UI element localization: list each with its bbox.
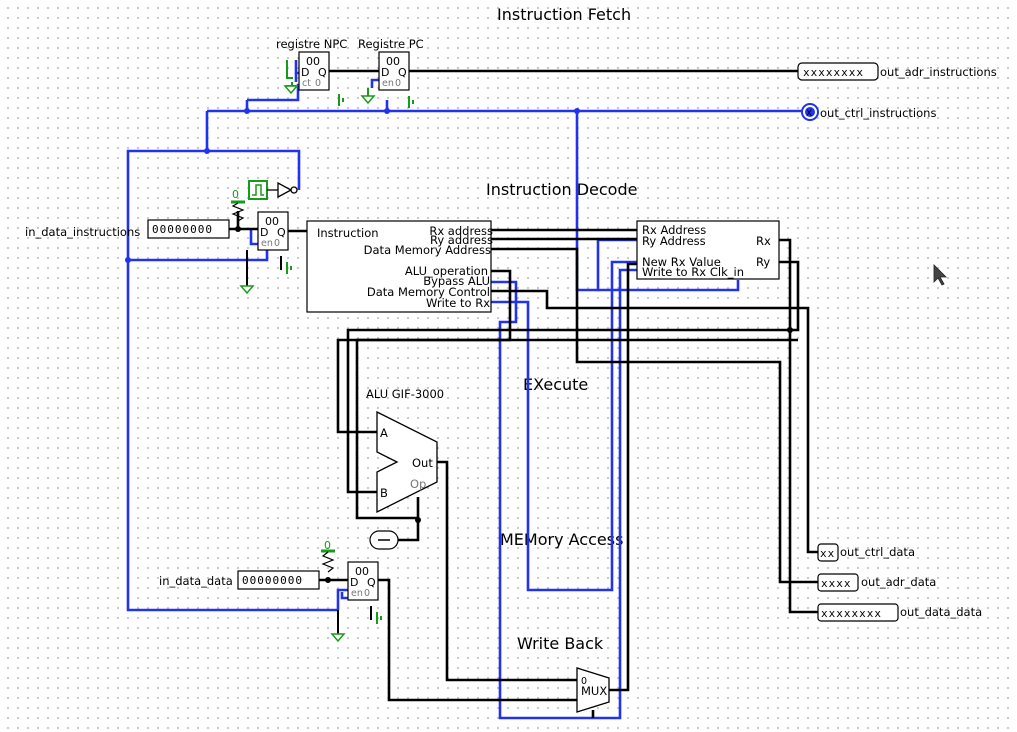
in-data-data-value: 00000000 (242, 574, 303, 587)
junction-op (415, 517, 421, 523)
alu-title: ALU GIF-3000 (366, 387, 444, 401)
data-const-zero: 0 (324, 539, 331, 552)
npc-register-ct: ct (302, 78, 311, 89)
pc-register-en: en (382, 78, 394, 89)
regfile-clk-in: Clk_in (710, 265, 744, 279)
regfile-ry-address: Ry Address (642, 234, 706, 248)
decoder-ry-address: Ry address (430, 233, 493, 247)
regfile-rx: Rx (756, 234, 771, 248)
pc-register-d: D (381, 66, 389, 79)
out-adr-data-label: out_adr_data (861, 575, 936, 589)
npc-register-value: 00 (306, 55, 320, 68)
instruction-register-zero: 0 (274, 238, 280, 249)
alu-input-a: A (380, 426, 388, 440)
clock-wires (126, 60, 805, 720)
out-adr-data-value: xxxx (821, 577, 852, 590)
out-ctrl-instructions-pin[interactable]: X (801, 103, 819, 121)
decoder-data-memory-control: Data Memory Control (367, 285, 490, 299)
data-register-en: en (351, 588, 363, 599)
op-constant[interactable] (369, 530, 399, 550)
regfile-rx-address: Rx Address (642, 223, 706, 237)
pull-resistor-data (321, 549, 335, 573)
bus-wires (229, 69, 818, 718)
writeback-mux[interactable]: 0 MUX (576, 667, 610, 713)
mux-input-zero: 0 (581, 676, 587, 687)
instruction-register-en: en (261, 238, 273, 249)
pc-register-label: Registre PC (358, 37, 424, 51)
data-register-q: Q (367, 576, 376, 589)
npc-register[interactable]: 00 D Q ct 0 (283, 51, 330, 95)
npc-register-label: registre NPC (276, 37, 347, 51)
instruction-register[interactable]: 00 D Q en 0 (257, 211, 289, 251)
instruction-register-value: 00 (265, 215, 279, 228)
out-adr-instructions-pin[interactable]: xxxxxxxx (797, 62, 879, 81)
in-data-instructions-label: in_data_instructions (25, 225, 140, 239)
section-title-decode: Instruction Decode (486, 180, 637, 199)
out-adr-instructions-label: out_adr_instructions (880, 65, 997, 79)
out-ctrl-data-pin[interactable]: xx (817, 543, 839, 562)
npc-register-q: Q (318, 66, 327, 79)
data-register-zero: 0 (364, 588, 370, 599)
pull-resistor-instr (231, 200, 245, 222)
out-adr-instructions-value: xxxxxxxx (803, 66, 864, 79)
section-title-memory: MEMory Access (500, 530, 623, 549)
pc-register-q: Q (398, 66, 407, 79)
decoder-instruction: Instruction (317, 226, 379, 240)
inverter-gate[interactable] (277, 181, 298, 199)
out-data-data-value: xxxxxxxx (821, 607, 882, 620)
alu-input-b: B (380, 486, 388, 500)
decoder-write-to-rx: Write to Rx (426, 296, 490, 310)
npc-register-d: D (301, 66, 309, 79)
out-ctrl-instructions-value: X (806, 109, 812, 119)
instruction-register-q: Q (277, 226, 286, 239)
pc-register-value: 00 (386, 55, 400, 68)
decoder-rx-address: Rx address (429, 224, 493, 238)
in-data-data-pin[interactable]: 00000000 (237, 570, 320, 590)
regfile-ry: Ry (756, 255, 770, 269)
pc-register[interactable]: 00 D Q en 0 (338, 51, 414, 108)
regfile-new-rx-value: New Rx Value (642, 255, 721, 269)
clock-source[interactable] (248, 180, 268, 200)
decoder-bypass-alu: Bypass ALU (423, 274, 490, 288)
in-data-data-label: in_data_data (159, 574, 233, 588)
out-data-data-pin[interactable]: xxxxxxxx (817, 603, 899, 622)
out-ctrl-data-value: xx (820, 547, 835, 560)
mouse-cursor-icon (933, 264, 947, 286)
decoder-data-memory-address: Data Memory Address (364, 243, 491, 257)
mux-label: MUX (581, 684, 607, 698)
regfile-write-to-rx: Write to Rx (642, 265, 706, 279)
in-data-instructions-pin[interactable]: 00000000 (147, 219, 230, 239)
in-data-instructions-value: 00000000 (152, 223, 213, 236)
pc-register-zero: 0 (395, 78, 401, 89)
instruction-register-d: D (260, 226, 268, 239)
alu-output: Out (412, 456, 433, 470)
register-file[interactable]: Rx Address Ry Address New Rx Value Write… (636, 220, 780, 280)
out-ctrl-data-label: out_ctrl_data (840, 545, 915, 559)
junction-dots (125, 108, 793, 333)
data-register-value: 00 (355, 565, 369, 578)
section-title-execute: EXecute (523, 375, 588, 394)
out-data-data-label: out_data_data (900, 605, 982, 619)
section-title-fetch: Instruction Fetch (497, 5, 631, 24)
instruction-decoder[interactable]: Instruction Rx address Ry address Data M… (306, 220, 493, 313)
npc-register-zero: 0 (315, 78, 321, 89)
data-register-d: D (350, 576, 358, 589)
clock-const-zero: 0 (232, 188, 239, 201)
alu-op: Op (410, 477, 426, 491)
decoder-alu-operation: ALU_operation (405, 264, 488, 278)
junction-instr (235, 226, 241, 232)
data-register-grounds (330, 606, 382, 643)
out-ctrl-instructions-label: out_ctrl_instructions (820, 106, 936, 120)
data-register[interactable]: 00 D Q en 0 (347, 561, 379, 601)
section-title-writeback: Write Back (517, 634, 604, 653)
alu-unit[interactable]: A B Out Op (376, 410, 438, 514)
out-adr-data-pin[interactable]: xxxx (817, 573, 859, 592)
junction-data (325, 577, 331, 583)
instruction-register-grounds (239, 250, 292, 295)
